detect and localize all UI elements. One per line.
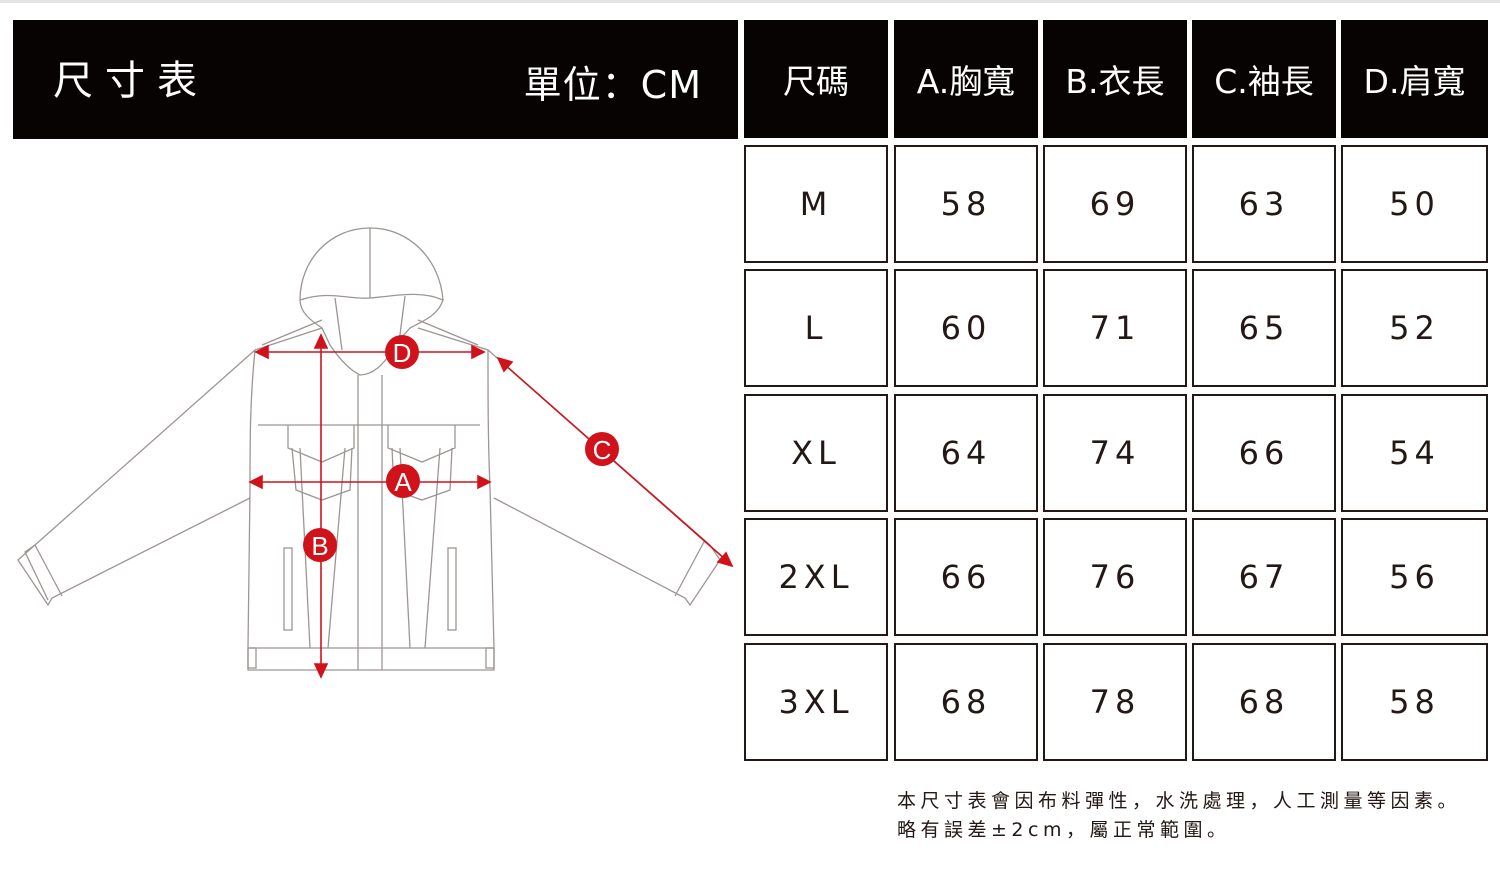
top-divider xyxy=(0,0,1500,3)
jacket-diagram: D A B C xyxy=(17,227,734,679)
header-size: 尺碼 xyxy=(744,20,888,138)
header-length: B.衣長 xyxy=(1043,20,1187,138)
sleeve-cell: 67 xyxy=(1192,518,1336,636)
table-row: 2XL 66 76 67 56 xyxy=(744,518,1488,638)
svg-text:A: A xyxy=(394,467,412,497)
marker-c: C xyxy=(585,432,619,466)
disclaimer-line-1: 本尺寸表會因布料彈性，水洗處理，人工測量等因素。 xyxy=(897,790,1462,812)
disclaimer-line-2: 略有誤差±2cm，屬正常範圍。 xyxy=(897,819,1231,841)
marker-b: B xyxy=(303,528,337,562)
shoulder-cell: 56 xyxy=(1341,518,1488,636)
length-cell: 69 xyxy=(1043,145,1187,263)
chest-cell: 64 xyxy=(894,394,1038,512)
table-row: M 58 69 63 50 xyxy=(744,145,1488,265)
page-title: 尺寸表 xyxy=(53,58,209,104)
measurement-arrows xyxy=(248,333,734,679)
shoulder-cell: 52 xyxy=(1341,269,1488,387)
disclaimer-note: 本尺寸表會因布料彈性，水洗處理，人工測量等因素。 略有誤差±2cm，屬正常範圍。 xyxy=(897,787,1461,845)
marker-d: D xyxy=(385,335,419,369)
sleeve-cell: 68 xyxy=(1192,643,1336,761)
svg-text:D: D xyxy=(393,338,412,368)
shoulder-cell: 54 xyxy=(1341,394,1488,512)
length-cell: 78 xyxy=(1043,643,1187,761)
length-cell: 76 xyxy=(1043,518,1187,636)
sleeve-cell: 65 xyxy=(1192,269,1336,387)
size-cell: L xyxy=(744,269,888,387)
length-cell: 71 xyxy=(1043,269,1187,387)
header-chest: A.胸寬 xyxy=(894,20,1038,138)
table-row: 3XL 68 78 68 58 xyxy=(744,643,1488,763)
svg-text:C: C xyxy=(593,435,612,465)
table-row: L 60 71 65 52 xyxy=(744,269,1488,389)
size-cell: M xyxy=(744,145,888,263)
size-cell: 2XL xyxy=(744,518,888,636)
table-row: XL 64 74 66 54 xyxy=(744,394,1488,514)
sleeve-cell: 66 xyxy=(1192,394,1336,512)
shoulder-cell: 58 xyxy=(1341,643,1488,761)
header-sleeve: C.袖長 xyxy=(1192,20,1336,138)
chest-cell: 60 xyxy=(894,269,1038,387)
unit-label: 單位：CM xyxy=(523,63,702,107)
length-cell: 74 xyxy=(1043,394,1187,512)
chest-cell: 58 xyxy=(894,145,1038,263)
chest-cell: 68 xyxy=(894,643,1038,761)
title-bar: 尺寸表 單位：CM xyxy=(13,20,738,139)
header-shoulder: D.肩寬 xyxy=(1341,20,1488,138)
size-cell: 3XL xyxy=(744,643,888,761)
table-header-row: 尺碼 A.胸寬 B.衣長 C.袖長 D.肩寬 xyxy=(744,20,1488,140)
marker-a: A xyxy=(386,464,420,498)
shoulder-cell: 50 xyxy=(1341,145,1488,263)
svg-text:B: B xyxy=(311,531,328,561)
size-cell: XL xyxy=(744,394,888,512)
chest-cell: 66 xyxy=(894,518,1038,636)
sleeve-cell: 63 xyxy=(1192,145,1336,263)
